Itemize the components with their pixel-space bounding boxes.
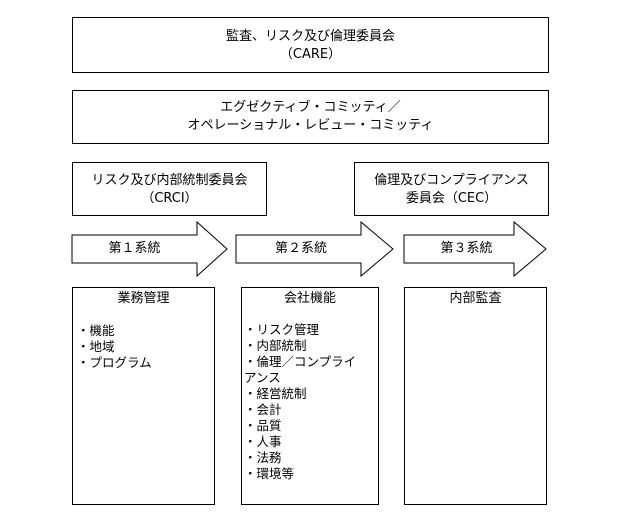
list-item: ・人事 xyxy=(244,434,282,449)
business-management-list: ・機能 ・地域 ・プログラム xyxy=(77,323,214,371)
executive-committee-line1: エグゼクティブ・コミッティ／ xyxy=(220,100,401,115)
list-item: ・環境等 xyxy=(244,466,295,481)
line-1-arrow xyxy=(71,220,228,278)
care-committee-box: 監査、リスク及び倫理委員会 （CARE） xyxy=(72,17,549,73)
list-item: ・倫理／コンプライ xyxy=(244,354,357,369)
care-committee-title: 監査、リスク及び倫理委員会 xyxy=(225,29,395,44)
line-2-arrow xyxy=(235,220,394,278)
cec-committee-line1: 倫理及びコンプライアンス xyxy=(374,173,529,188)
list-item: ・会計 xyxy=(244,402,282,417)
list-item: ・プログラム xyxy=(77,355,152,370)
executive-committee-box: エグゼクティブ・コミッティ／ オペレーショナル・レビュー・コミッティ xyxy=(72,90,549,144)
list-item: アンス xyxy=(244,370,281,385)
line-3-label: 第３系統 xyxy=(440,241,493,256)
internal-audit-column: 内部監査 xyxy=(404,287,547,505)
corporate-functions-column: 会社機能 ・リスク管理 ・内部統制 ・倫理／コンプライ アンス ・経営統制 ・会… xyxy=(241,287,379,505)
cec-committee-box: 倫理及びコンプライアンス 委員会（CEC） xyxy=(354,162,549,216)
crci-committee-abbr: （CRCI） xyxy=(141,191,198,206)
cec-committee-line2: 委員会（CEC） xyxy=(405,191,498,206)
list-item: ・地域 xyxy=(77,339,115,354)
corporate-functions-title: 会社機能 xyxy=(283,291,336,306)
care-committee-abbr: （CARE） xyxy=(279,47,342,62)
line-3-arrow xyxy=(403,220,547,278)
business-management-column: 業務管理 ・機能 ・地域 ・プログラム xyxy=(72,287,215,505)
executive-committee-line2: オペレーショナル・レビュー・コミッティ xyxy=(187,118,434,133)
list-item: ・内部統制 xyxy=(244,338,307,353)
list-item: ・リスク管理 xyxy=(244,322,320,337)
list-item: ・機能 xyxy=(77,323,115,338)
internal-audit-title: 内部監査 xyxy=(449,291,502,306)
list-item: ・経営統制 xyxy=(244,386,307,401)
line-2-label: 第２系統 xyxy=(274,241,327,256)
crci-committee-box: リスク及び内部統制委員会 （CRCI） xyxy=(72,162,267,216)
list-item: ・品質 xyxy=(244,418,282,433)
business-management-title: 業務管理 xyxy=(117,291,170,306)
corporate-functions-list: ・リスク管理 ・内部統制 ・倫理／コンプライ アンス ・経営統制 ・会計 ・品質… xyxy=(244,322,378,482)
line-1-label: 第１系統 xyxy=(108,241,161,256)
list-item: ・法務 xyxy=(244,450,282,465)
crci-committee-title: リスク及び内部統制委員会 xyxy=(91,173,248,188)
